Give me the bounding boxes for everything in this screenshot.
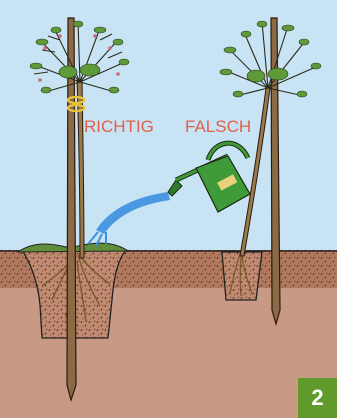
sky-background [0,0,337,255]
label-correct: RICHTIG [84,117,154,136]
step-number-badge: 2 [298,378,337,418]
label-wrong: FALSCH [185,117,251,136]
